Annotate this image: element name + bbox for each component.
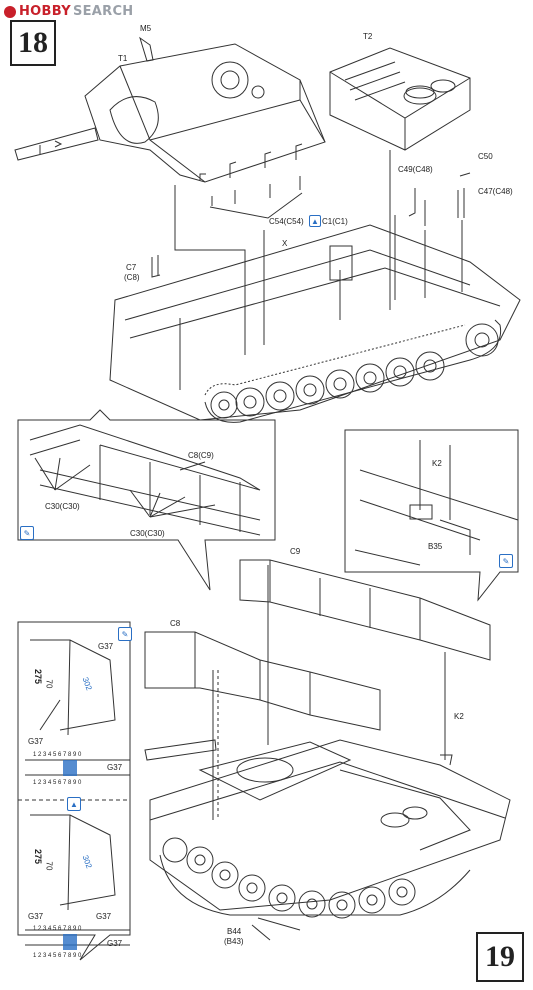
hook-parts-c54: [199, 143, 303, 206]
callout-bubble-left: [17, 409, 276, 591]
decal-blue-swatch-top: [63, 760, 77, 776]
label-c49: C49(C48): [398, 165, 433, 174]
blue-paint-icon-decal: ▲: [67, 797, 81, 811]
pencil-tab-icon-right: ✎: [499, 554, 513, 568]
decal-digits-d: 1 2 3 4 5 6 7 8 9 0: [33, 953, 82, 959]
decal-panel-outline: [17, 621, 131, 961]
decal-digits-a: 1 2 3 4 5 6 7 8 9 0: [33, 752, 82, 758]
hull-number-top: 275: [33, 668, 44, 685]
label-b44: B44: [227, 927, 242, 936]
decal-digits-b: 1 2 3 4 5 6 7 8 9 0: [33, 780, 82, 786]
completed-tank-drawing: [144, 739, 511, 919]
label-m5: M5: [140, 24, 152, 33]
label-x: X: [282, 239, 288, 248]
hull-suffix-bottom: 70: [44, 861, 54, 871]
label-g37-a: G37: [98, 642, 114, 651]
label-k2-bottom: K2: [454, 712, 464, 721]
decal-hull-bottom: [25, 814, 130, 946]
label-c47: C47(C48): [478, 187, 513, 196]
label-g37-e: G37: [96, 912, 112, 921]
label-c30-bottom: C30(C30): [130, 529, 165, 538]
logo-icon: [4, 5, 16, 18]
label-b35: B35: [428, 542, 443, 551]
hull-suffix-top: 70: [44, 679, 54, 689]
label-c9: C9: [290, 547, 301, 556]
label-c50: C50: [478, 152, 493, 161]
hull-number-bottom: 275: [33, 848, 44, 865]
logo-text-search: SEARCH: [72, 4, 134, 19]
label-c54: C54(C54): [269, 217, 304, 226]
label-g37-d: G37: [28, 912, 44, 921]
step-19-box: 19: [476, 932, 524, 982]
decal-hull-top: [25, 639, 130, 776]
step-18-number: 18: [18, 26, 48, 59]
label-c8c9: C8(C9): [188, 451, 214, 460]
step-19-number: 19: [485, 940, 515, 973]
bubble-right-detail: [354, 440, 519, 566]
label-c8: C8: [170, 619, 181, 628]
side-skirt-c8-drawing: [144, 631, 381, 731]
label-c7: C7: [126, 263, 137, 272]
superstructure-t1-drawing: [14, 43, 326, 183]
label-g37-f: G37: [107, 939, 123, 948]
callout-bubble-right: [344, 429, 519, 602]
step-18-box: 18: [10, 20, 56, 66]
pencil-tab-icon-decal: ✎: [118, 627, 132, 641]
label-t2: T2: [363, 32, 373, 41]
decal-digits-c: 1 2 3 4 5 6 7 8 9 0: [33, 926, 82, 932]
label-c1: C1(C1): [322, 217, 348, 226]
label-t1: T1: [118, 54, 128, 63]
logo-text-hobby: HOBBY: [19, 4, 71, 19]
decal-blue-swatch-bottom: [63, 934, 77, 950]
label-k2-top: K2: [432, 459, 442, 468]
label-g37-b: G37: [28, 737, 44, 746]
hobbysearch-logo: HOBBY SEARCH: [4, 4, 134, 19]
label-c8-paren: (C8): [124, 273, 140, 282]
side-skirt-c9-drawing: [239, 559, 491, 661]
hull-x-drawing: [109, 224, 521, 423]
engine-deck-t2-drawing: [329, 47, 471, 151]
label-b43: (B43): [224, 937, 244, 946]
blue-paint-icon: ▲: [309, 215, 321, 227]
label-g37-c: G37: [107, 763, 123, 772]
bubble-left-rails: [29, 424, 261, 536]
pencil-tab-icon-left: ✎: [20, 526, 34, 540]
label-c30-left: C30(C30): [45, 502, 80, 511]
